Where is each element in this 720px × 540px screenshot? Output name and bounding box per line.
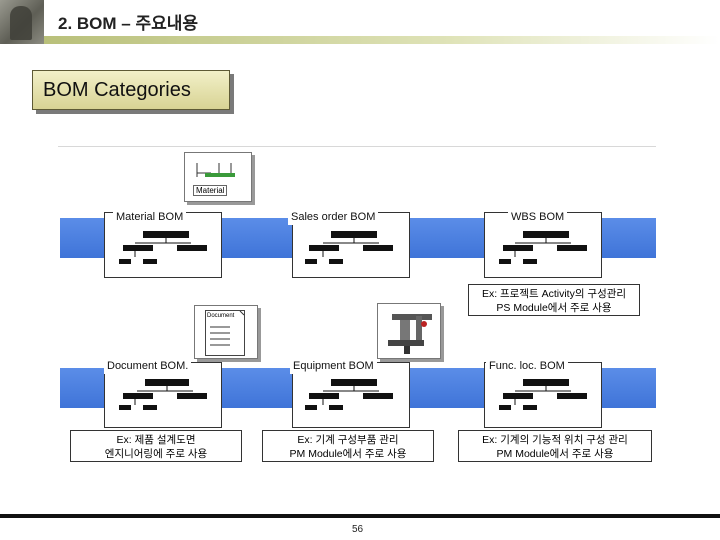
document-sheet-icon <box>205 310 245 356</box>
wbs-bom-note: Ex: 프로젝트 Activity의 구성관리 PS Module에서 주로 사… <box>468 284 640 316</box>
document-thumbnail-caption: Document <box>207 313 235 319</box>
document-bom-tree-icon <box>119 379 207 410</box>
machine-icon <box>388 314 432 354</box>
note-line-2: PM Module에서 주로 사용 <box>496 448 614 460</box>
footer-divider <box>0 514 720 518</box>
bom-categories-tab: BOM Categories <box>32 70 230 110</box>
note-line-2: PM Module에서 주로 사용 <box>289 448 407 460</box>
wbs-bom-title: WBS BOM <box>508 210 568 225</box>
equipment-bom-tree-icon <box>305 379 393 410</box>
material-thumbnail: Material <box>184 152 252 202</box>
statue-logo-image <box>0 0 44 44</box>
material-bom-tree-icon <box>119 231 207 264</box>
page-title: 2. BOM – 주요내용 <box>58 14 199 33</box>
func-loc-bom-note: Ex: 기계의 기능적 위치 구성 관리 PM Module에서 주로 사용 <box>458 430 652 462</box>
sales-order-bom-tree-icon <box>305 231 393 264</box>
note-line-2: PS Module에서 주로 사용 <box>496 302 612 314</box>
material-bom-title: Material BOM <box>113 210 187 225</box>
bom-categories-label: BOM Categories <box>43 79 191 101</box>
equipment-bom-note: Ex: 기계 구성부품 관리 PM Module에서 주로 사용 <box>262 430 434 462</box>
func-loc-bom-tree-icon <box>499 379 587 410</box>
material-bars-icon <box>196 163 235 177</box>
header-decor-band <box>44 36 720 44</box>
material-thumbnail-caption: Material <box>193 185 228 196</box>
note-line-1: Ex: 제품 설계도면 <box>116 434 196 446</box>
note-line-2: 엔지니어링에 주로 사용 <box>104 448 208 460</box>
document-bom-note: Ex: 제품 설계도면 엔지니어링에 주로 사용 <box>70 430 242 462</box>
note-line-1: Ex: 기계의 기능적 위치 구성 관리 <box>482 434 628 446</box>
func-loc-bom-title: Func. loc. BOM <box>486 359 568 374</box>
equipment-thumbnail <box>377 303 441 359</box>
wbs-bom-tree-icon <box>499 231 587 264</box>
sales-order-bom-title: Sales order BOM <box>288 210 379 225</box>
equipment-bom-title: Equipment BOM <box>290 359 377 374</box>
document-thumbnail: Document <box>194 305 258 359</box>
header: 2. BOM – 주요내용 <box>0 0 720 44</box>
note-line-1: Ex: 기계 구성부품 관리 <box>297 434 399 446</box>
page-number: 56 <box>352 524 364 535</box>
document-bom-title: Document BOM. <box>104 359 192 374</box>
note-line-1: Ex: 프로젝트 Activity의 구성관리 <box>481 288 627 300</box>
